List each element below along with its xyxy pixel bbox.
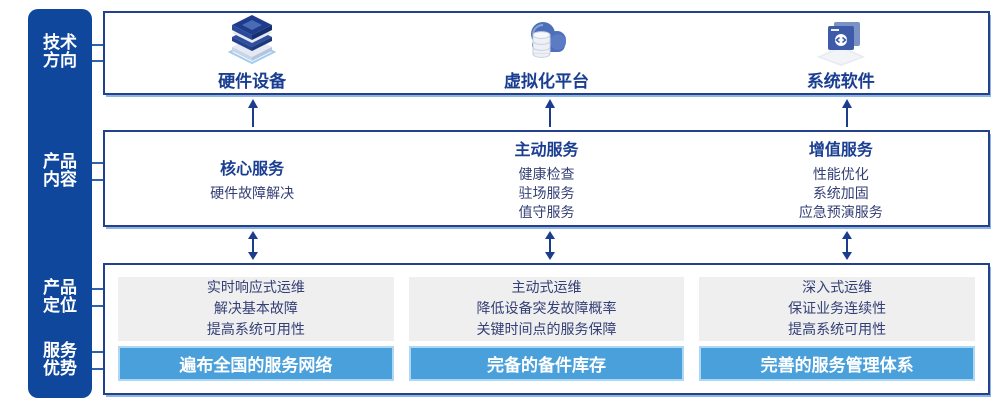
positioning-panel: 主动式运维 降低设备突发故障概率 关键时间点的服务保障 <box>408 277 685 341</box>
category-sidebar: 技术方向 产品内容 产品定位 服务优势 <box>28 9 92 398</box>
connector-line <box>90 179 105 181</box>
connector-line <box>90 368 105 370</box>
service-column-title: 核心服务 <box>220 160 285 178</box>
service-item: 驻场服务 <box>518 184 575 201</box>
sidebar-label: 服务优势 <box>43 341 77 378</box>
connector-line <box>90 351 105 353</box>
up-arrow-icon <box>545 99 555 127</box>
connector-line <box>90 60 105 62</box>
connector-line <box>90 305 105 307</box>
service-item: 系统加固 <box>812 184 869 201</box>
service-column-core: 核心服务 硬件故障解决 <box>105 132 399 225</box>
tech-item-system-software: 系统软件 <box>694 14 988 92</box>
tech-item-label: 硬件设备 <box>218 72 287 91</box>
positioning-line: 提高系统可用性 <box>788 321 887 338</box>
tech-item-hardware: 硬件设备 <box>105 14 399 92</box>
sidebar-item-service-advantage: 服务优势 <box>28 342 92 378</box>
positioning-line: 主动式运维 <box>511 279 582 296</box>
service-item: 健康检查 <box>518 165 575 182</box>
service-column-value-added: 增值服务 性能优化 系统加固 应急预演服务 <box>694 132 988 225</box>
up-arrow-icon <box>248 99 258 127</box>
positioning-panel: 深入式运维 保证业务连续性 提高系统可用性 <box>699 277 976 341</box>
service-column-proactive: 主动服务 健康检查 驻场服务 值守服务 <box>399 132 693 225</box>
sidebar-item-product-content: 产品内容 <box>28 153 92 189</box>
positioning-line: 深入式运维 <box>802 279 873 296</box>
service-item: 值守服务 <box>518 203 575 220</box>
positioning-line: 实时响应式运维 <box>206 279 305 296</box>
positioning-column-realtime: 实时响应式运维 解决基本故障 提高系统可用性 遍布全国的服务网络 <box>118 277 394 381</box>
advantage-bar: 遍布全国的服务网络 <box>118 345 394 381</box>
service-item: 应急预演服务 <box>798 203 883 220</box>
connector-line <box>90 44 105 46</box>
service-column-title: 主动服务 <box>514 141 579 159</box>
sidebar-item-product-positioning: 产品定位 <box>28 279 92 315</box>
hardware-stack-icon <box>222 14 282 66</box>
tech-item-label: 系统软件 <box>806 72 875 91</box>
service-item: 硬件故障解决 <box>210 184 295 201</box>
product-content-box: 核心服务 硬件故障解决 主动服务 健康检查 驻场服务 值守服务 增值服务 性能优… <box>103 130 990 227</box>
cloud-database-icon <box>516 14 576 66</box>
double-arrow-icon <box>842 231 852 260</box>
positioning-column-indepth: 深入式运维 保证业务连续性 提高系统可用性 完善的服务管理体系 <box>699 277 976 381</box>
tech-item-virtualization: 虚拟化平台 <box>399 14 693 92</box>
positioning-line: 保证业务连续性 <box>788 300 887 317</box>
up-arrow-icon <box>842 99 852 127</box>
positioning-line: 提高系统可用性 <box>206 321 305 338</box>
service-column-title: 增值服务 <box>808 141 873 159</box>
positioning-column-proactive: 主动式运维 降低设备突发故障概率 关键时间点的服务保障 完备的备件库存 <box>408 277 685 381</box>
tech-direction-box: 硬件设备 虚拟化平台 <box>103 11 990 95</box>
double-arrow-icon <box>545 231 555 260</box>
sidebar-label: 产品定位 <box>43 278 77 315</box>
connector-line <box>90 288 105 290</box>
positioning-line: 解决基本故障 <box>213 300 298 317</box>
positioning-panel: 实时响应式运维 解决基本故障 提高系统可用性 <box>118 277 394 341</box>
advantage-bar: 完备的备件库存 <box>408 345 685 381</box>
sidebar-label: 技术方向 <box>43 33 77 70</box>
software-window-icon <box>811 14 871 66</box>
sidebar-label: 产品内容 <box>43 152 77 189</box>
sidebar-item-tech-direction: 技术方向 <box>28 34 92 70</box>
positioning-line: 关键时间点的服务保障 <box>476 321 617 338</box>
double-arrow-icon <box>248 231 258 260</box>
positioning-line: 降低设备突发故障概率 <box>476 300 617 317</box>
connector-line <box>90 162 105 164</box>
advantage-bar: 完善的服务管理体系 <box>699 345 976 381</box>
product-positioning-box: 实时响应式运维 解决基本故障 提高系统可用性 遍布全国的服务网络 主动式运维 降… <box>103 263 990 395</box>
service-item: 性能优化 <box>812 165 869 182</box>
tech-item-label: 虚拟化平台 <box>503 72 589 91</box>
